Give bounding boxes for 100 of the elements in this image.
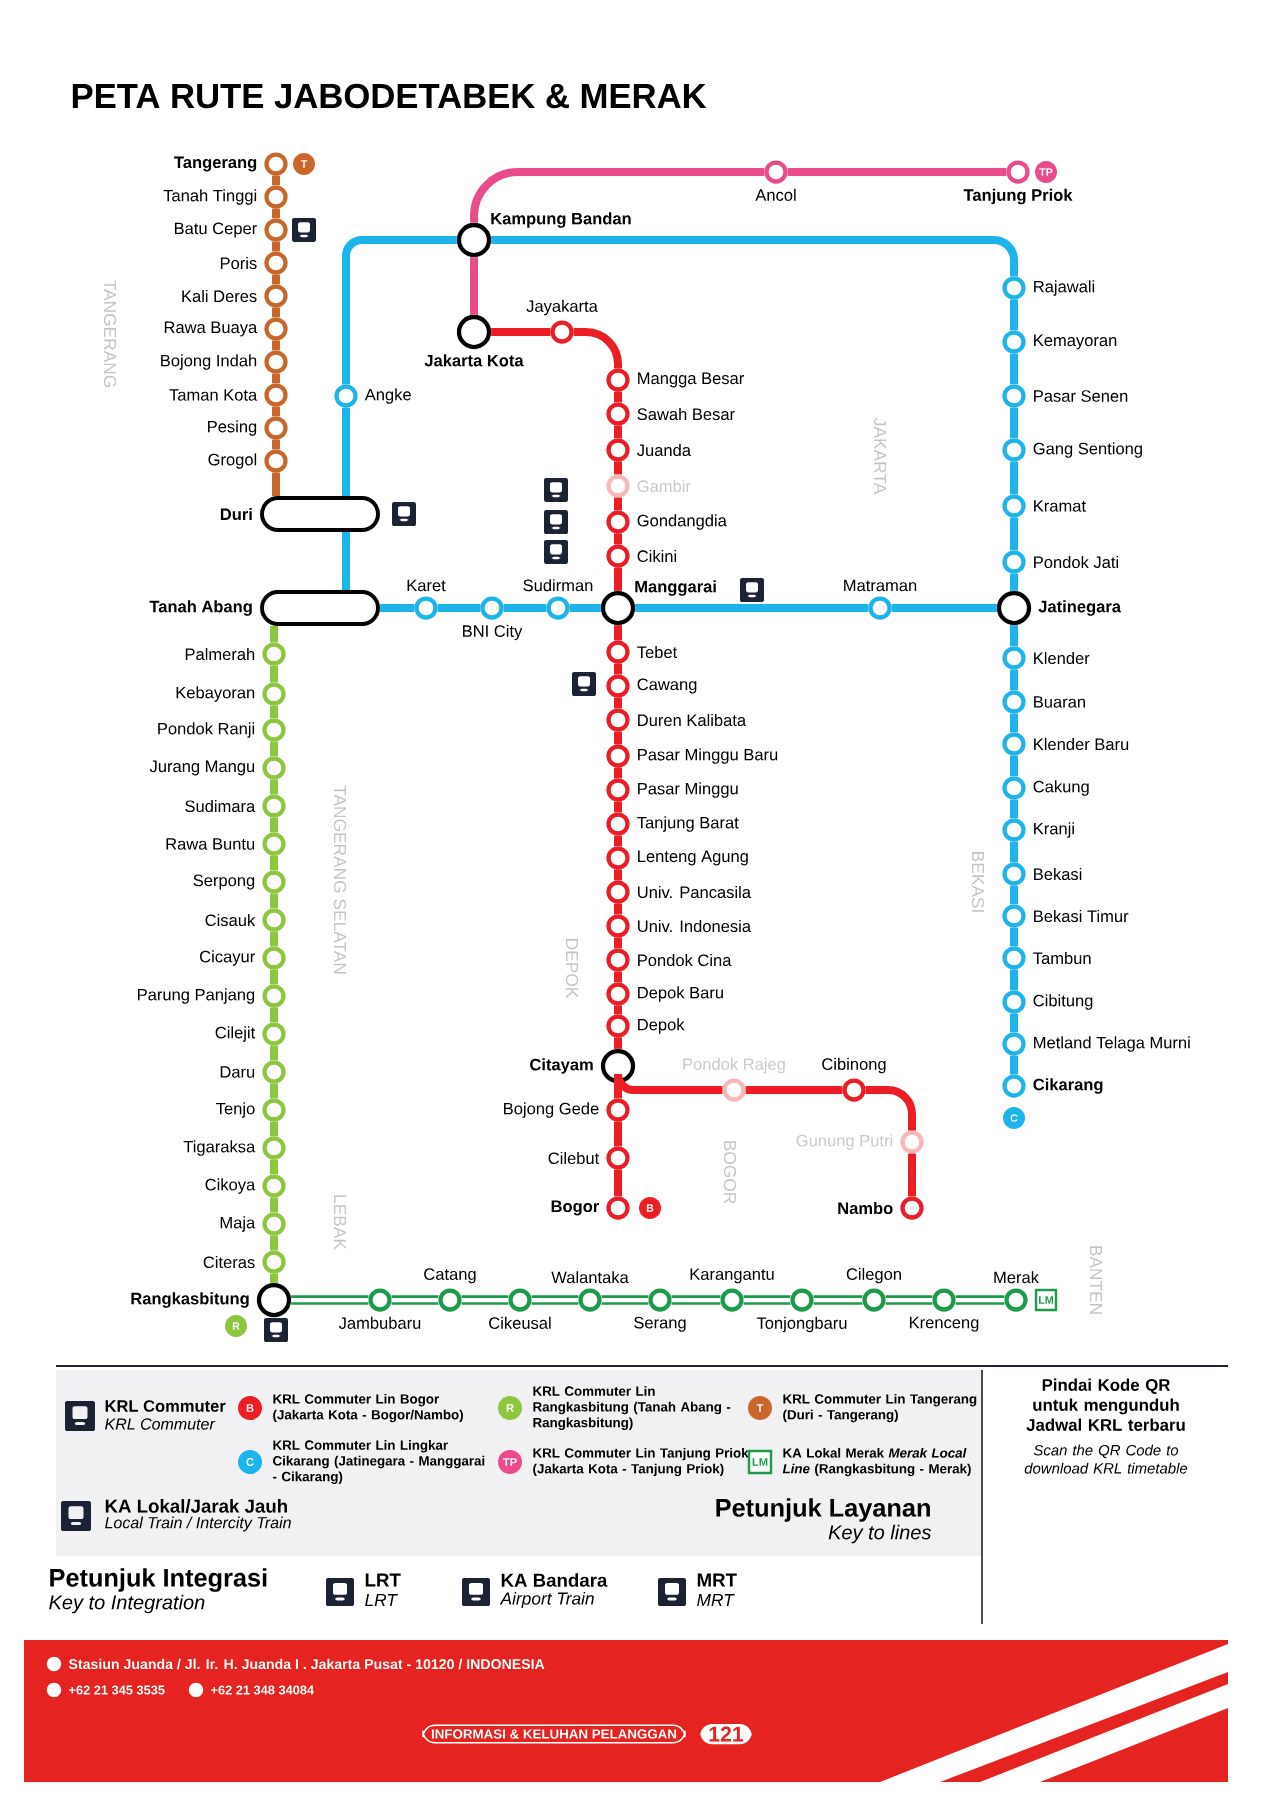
rail-line	[614, 533, 622, 545]
rail-line	[272, 373, 280, 384]
rail-line	[865, 1086, 916, 1131]
rail-line	[461, 1295, 509, 1305]
rail-line	[955, 1295, 1005, 1305]
station-name: Pondok Jati	[1034, 555, 1118, 569]
rail-line	[614, 1070, 723, 1094]
station-name: Klender Baru	[1034, 737, 1129, 751]
rail-line	[342, 407, 350, 496]
rail-line	[1010, 755, 1018, 777]
station-name: Tanah Tinggi	[163, 189, 257, 205]
rail-line	[614, 391, 622, 403]
station-name: Kranji	[1034, 822, 1074, 838]
station-name: Poris	[220, 256, 257, 270]
station-name: Merak	[994, 1271, 1039, 1284]
station-name: Rajawali	[1034, 280, 1095, 296]
station-name: Klender	[1034, 651, 1090, 665]
station-name: Maja	[220, 1216, 256, 1232]
rail-line	[1010, 841, 1018, 863]
station-name: Walantaka	[551, 1271, 629, 1284]
map-title: PETA RUTE JABODETABEK & MERAK	[72, 83, 707, 109]
rail-line	[573, 328, 622, 369]
rail-line	[270, 779, 278, 795]
legend-text: KRL Commuter	[105, 1400, 226, 1412]
region-label: BOGOR	[723, 1141, 737, 1204]
rail-line	[270, 969, 278, 985]
rail-line	[1010, 1055, 1018, 1075]
station-name: Tenjo	[216, 1102, 255, 1118]
station-name: Palmerah	[185, 647, 255, 661]
station-name: Mangga Besar	[638, 372, 744, 388]
rail-line	[491, 236, 1018, 277]
station-name: Nambo	[838, 1201, 893, 1215]
station-name: Depok Baru	[638, 986, 723, 1002]
station-name: Cilebut	[548, 1151, 600, 1165]
rail-line	[787, 168, 1007, 176]
station-name: Buaran	[1034, 696, 1085, 708]
station-name: Jambubaru	[338, 1316, 421, 1329]
rail-line	[270, 1235, 278, 1251]
legend-text: LRT	[365, 1573, 401, 1587]
rail-line	[470, 168, 765, 223]
station-name: Tanjung Barat	[637, 816, 739, 832]
station-name: Taman Kota	[169, 389, 258, 401]
station-name: Cawang	[637, 678, 697, 694]
station-name: Kali Deres	[182, 289, 257, 303]
station-name: Gondangdia	[637, 514, 727, 530]
station-name: Cikeusal	[489, 1316, 551, 1329]
station-name: Tanjung Priok	[963, 188, 1073, 205]
station-name: Serpong	[193, 874, 255, 890]
rail-line	[1010, 461, 1018, 495]
station-name: Univ. Pancasila	[638, 885, 751, 899]
section-subheading: Key to lines	[828, 1524, 931, 1544]
station-name: Metland Telaga Murni	[1034, 1036, 1190, 1052]
rail-line	[272, 241, 280, 252]
rail-line	[1010, 669, 1018, 691]
rail-line	[272, 274, 280, 285]
region-label: LEBAK	[334, 1195, 346, 1250]
station-name: Rawa Buaya	[164, 321, 258, 337]
station-name: Bojong Gede	[504, 1102, 599, 1118]
station-name: Rawa Buntu	[166, 838, 255, 850]
station-name: Tonjongbaru	[756, 1316, 847, 1333]
station-name: Parung Panjang	[138, 988, 255, 1004]
station-name: Tebet	[637, 645, 678, 659]
station-name: Cibitung	[1033, 994, 1093, 1010]
legend-text: KA Lokal/Jarak Jauh	[105, 1499, 287, 1513]
station-name: Angke	[364, 388, 411, 404]
rail-line	[614, 767, 622, 779]
rail-line	[270, 1083, 278, 1099]
legend-text: Airport Train	[499, 1591, 594, 1609]
rail-line	[270, 741, 278, 757]
section-heading: Petunjuk Integrasi	[50, 1568, 267, 1592]
station-name: Bekasi Timur	[1034, 909, 1129, 923]
station-name: Manggarai	[635, 580, 716, 596]
rail-line	[470, 257, 478, 315]
station-name: Kampung Bandan	[491, 212, 631, 228]
rail-line	[614, 1005, 622, 1015]
rail-line	[614, 1083, 622, 1099]
rail-line	[1010, 1013, 1018, 1033]
rail-line	[270, 1273, 278, 1283]
station-name: Jayakarta	[526, 299, 598, 316]
rail-line	[614, 425, 622, 439]
rail-line	[1010, 517, 1018, 551]
region-label: TANGERANG	[103, 280, 117, 387]
rail-line	[270, 626, 278, 643]
station-name: Grogol	[208, 453, 257, 469]
rail-line	[908, 1153, 916, 1197]
region-label: TANGERANG SELATAN	[333, 785, 347, 974]
rail-line	[491, 328, 551, 336]
station-name: Cikarang	[1033, 1078, 1103, 1094]
qr-instruction: Pindai Kode QR untuk mengunduh Jadwal KRL terbaru	[1026, 1378, 1185, 1431]
rail-line	[614, 461, 622, 475]
section-subheading: Key to Integration	[49, 1594, 205, 1614]
station-name: Sudimara	[185, 799, 256, 813]
station-name: Citayam	[530, 1058, 593, 1074]
station-name: Bekasi	[1034, 867, 1082, 881]
rail-line	[1010, 573, 1018, 591]
rail-line	[614, 1169, 622, 1197]
station-name: Kebayoran	[176, 686, 255, 702]
rail-line	[270, 931, 278, 947]
rail-line	[270, 1159, 278, 1175]
rail-line	[614, 835, 622, 847]
